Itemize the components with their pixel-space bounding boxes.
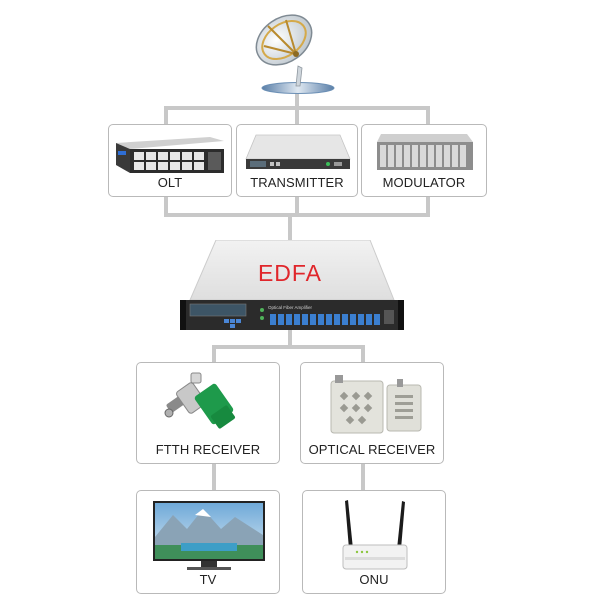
tv-label: TV [137,572,279,587]
modulator-label: MODULATOR [362,175,486,190]
onu-router-icon [335,495,415,575]
ftth-receiver-box: FTTH RECEIVER [136,362,280,464]
transmitter-device-icon [242,129,354,175]
modulator-box: MODULATOR [361,124,487,197]
edfa-amplifier-icon: Optical Fiber Amplifier [180,240,404,334]
tv-box: TV [136,490,280,594]
tv-icon [151,499,267,575]
satellite-node [238,6,338,96]
optical-receiver-label: OPTICAL RECEIVER [301,442,443,457]
olt-label: OLT [109,175,231,190]
modulator-device-icon [375,130,475,174]
olt-box: OLT [108,124,232,197]
edfa-panel-text: Optical Fiber Amplifier [268,305,313,310]
onu-label: ONU [303,572,445,587]
satellite-dish-icon [238,6,338,96]
ftth-receiver-icon [161,369,241,435]
ftth-receiver-label: FTTH RECEIVER [137,442,279,457]
transmitter-box: TRANSMITTER [236,124,358,197]
olt-device-icon [112,131,228,177]
onu-box: ONU [302,490,446,594]
optical-receiver-box: OPTICAL RECEIVER [300,362,444,464]
edfa-label: EDFA [240,260,340,287]
edfa-node: Optical Fiber Amplifier EDFA [180,240,404,334]
transmitter-label: TRANSMITTER [237,175,357,190]
optical-receiver-icon [325,371,425,437]
